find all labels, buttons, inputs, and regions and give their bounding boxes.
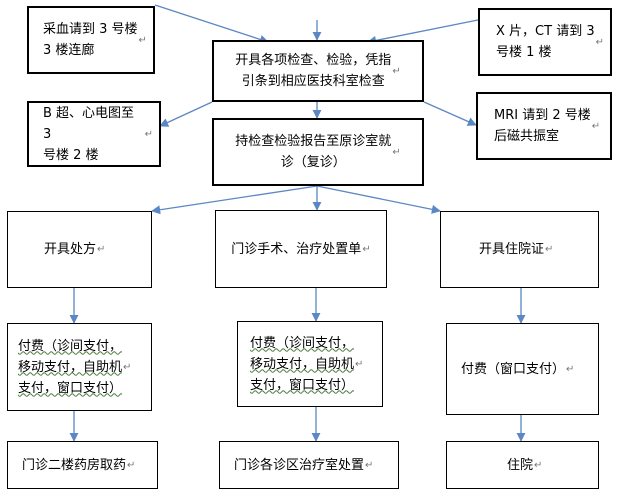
paragraph-mark: ↵ — [123, 361, 132, 373]
treatment-room-box: 门诊各诊区治疗室处置↵ — [219, 441, 399, 489]
payment-text-3: 付费（窗口支付） — [461, 361, 566, 377]
pharmacy-text: 门诊二楼药房取药 — [22, 457, 127, 473]
report-text: 持检查检验报告至原诊室就 诊（复诊） — [235, 134, 392, 170]
paragraph-mark: ↵ — [138, 34, 147, 46]
prescription-text: 开具处方 — [44, 242, 97, 257]
blood-test-text: 采血请到 3 号楼 3 楼连廊 — [43, 22, 138, 58]
exam-text: 开具各项检查、检验，凭指 引条到相应医技科室检查 — [235, 53, 392, 89]
paragraph-mark: ↵ — [355, 358, 364, 370]
paragraph-mark: ↵ — [365, 459, 374, 471]
arrow-exam-to-blood — [154, 4, 269, 44]
arrow-report-to-admission — [316, 185, 441, 214]
paragraph-mark: ↵ — [127, 459, 136, 471]
admission-box: 开具住院证↵ — [440, 211, 599, 288]
arrow-report-to-prescription — [151, 185, 318, 215]
arrow-exam-to-mri — [423, 101, 477, 126]
report-box: 持检查检验报告至原诊室就 诊（复诊）↵ — [212, 118, 424, 186]
payment-box-3: 付费（窗口支付）↵ — [446, 323, 599, 415]
mri-text: MRI 请到 2 号楼 后磁共振室 — [494, 108, 591, 144]
paragraph-mark: ↵ — [362, 243, 371, 255]
hospitalization-box: 住院↵ — [446, 441, 599, 489]
paragraph-mark: ↵ — [591, 120, 601, 132]
paragraph-mark: ↵ — [545, 244, 554, 255]
pharmacy-box: 门诊二楼药房取药↵ — [7, 441, 158, 489]
arrow-exam-to-xray — [367, 19, 479, 45]
mri-box: MRI 请到 2 号楼 后磁共振室↵ — [476, 92, 612, 160]
paragraph-mark: ↵ — [534, 459, 543, 471]
paragraph-mark: ↵ — [392, 65, 401, 77]
paragraph-mark: ↵ — [595, 36, 604, 48]
admission-text: 开具住院证 — [479, 242, 545, 257]
prescription-box: 开具处方↵ — [7, 211, 152, 288]
payment-box-1: 付费（诊间支付， 移动支付，自助机 支付，窗口支付）↵ — [7, 323, 152, 411]
paragraph-mark: ↵ — [566, 363, 575, 375]
hospitalization-text: 住院 — [507, 457, 534, 473]
xray-ct-box: X 片，CT 请到 3 号楼 1 楼↵ — [478, 8, 612, 76]
exam-box: 开具各项检查、检验，凭指 引条到相应医技科室检查↵ — [212, 40, 424, 102]
ultrasound-ecg-box: B 超、心电图至 3 号楼 2 楼 ↵ — [27, 101, 161, 167]
surgery-text: 门诊手术、治疗处置单 — [231, 241, 362, 257]
paragraph-mark: ↵ — [392, 146, 401, 158]
payment-text-2: 付费（诊间支付， 移动支付，自助机 支付，窗口支付） — [250, 335, 355, 393]
ultrasound-ecg-text: B 超、心电图至 3 号楼 2 楼 — [43, 105, 135, 163]
treatment-room-text: 门诊各诊区治疗室处置 — [234, 457, 365, 473]
paragraph-mark: ↵ — [144, 128, 153, 140]
surgery-box: 门诊手术、治疗处置单↵ — [215, 210, 387, 288]
xray-ct-text: X 片，CT 请到 3 号楼 1 楼 — [496, 24, 595, 60]
payment-text-1: 付费（诊间支付， 移动支付，自助机 支付，窗口支付） — [18, 338, 123, 396]
blood-test-box: 采血请到 3 号楼 3 楼连廊↵ — [27, 6, 155, 74]
arrow-exam-to-ultrasound — [159, 101, 213, 127]
paragraph-mark: ↵ — [97, 244, 106, 255]
payment-box-2: 付费（诊间支付， 移动支付，自助机 支付，窗口支付）↵ — [237, 321, 383, 407]
